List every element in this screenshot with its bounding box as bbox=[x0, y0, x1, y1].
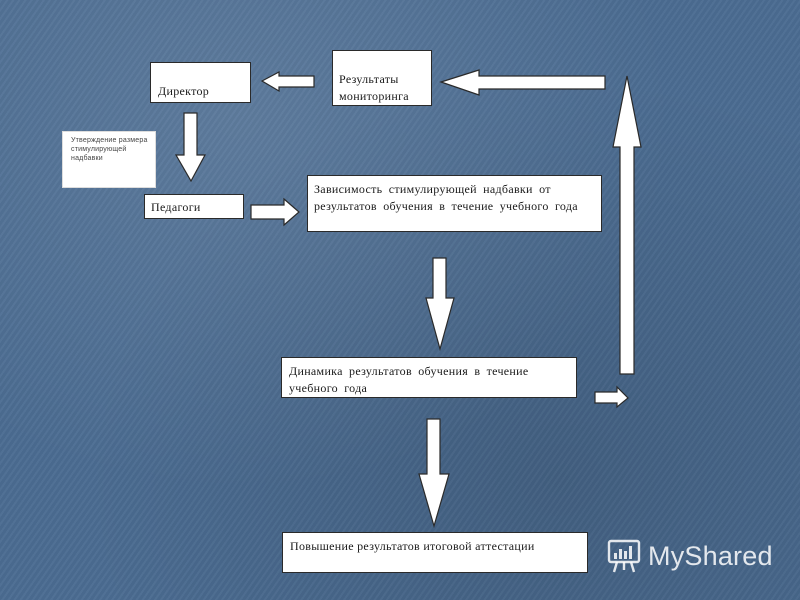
director-label: Директор bbox=[158, 84, 210, 98]
bonus-dependency-label: Зависимость стимулирующей надбавки от ре… bbox=[314, 182, 578, 214]
teachers-label: Педагоги bbox=[151, 200, 201, 214]
attestation-improvement-label: Повышение результатов итоговой аттестаци… bbox=[290, 539, 535, 553]
myshared-watermark: MyShared bbox=[606, 534, 786, 578]
arrow-dynamics-to-attestation bbox=[418, 418, 450, 529]
arrow-monitoring-to-director bbox=[260, 71, 315, 93]
arrow-dependency-to-dynamics bbox=[425, 257, 455, 352]
results-dynamics-box: Динамика результатов обучения в течение … bbox=[281, 357, 577, 398]
results-dynamics-label: Динамика результатов обучения в течение … bbox=[289, 364, 529, 396]
arrow-loop-to-monitoring bbox=[439, 69, 606, 96]
director-box: Директор bbox=[150, 62, 251, 103]
approval-note-box: Утверждение размера стимулирующей надбав… bbox=[62, 131, 156, 188]
arrow-dynamics-to-loop bbox=[594, 385, 629, 409]
watermark-text: MyShared bbox=[648, 540, 773, 571]
monitoring-results-box: Результаты мониторинга bbox=[332, 50, 432, 106]
approval-note-label: Утверждение размера стимулирующей надбав… bbox=[71, 137, 148, 163]
arrow-director-to-teachers bbox=[174, 112, 207, 183]
presentation-board-icon bbox=[607, 539, 641, 573]
monitoring-results-label: Результаты мониторинга bbox=[339, 72, 409, 104]
arrow-loop-upward bbox=[612, 75, 642, 375]
bonus-dependency-box: Зависимость стимулирующей надбавки от ре… bbox=[307, 175, 602, 232]
attestation-improvement-box: Повышение результатов итоговой аттестаци… bbox=[282, 532, 588, 573]
teachers-box: Педагоги bbox=[144, 194, 244, 219]
arrow-teachers-to-dependency bbox=[250, 197, 300, 227]
